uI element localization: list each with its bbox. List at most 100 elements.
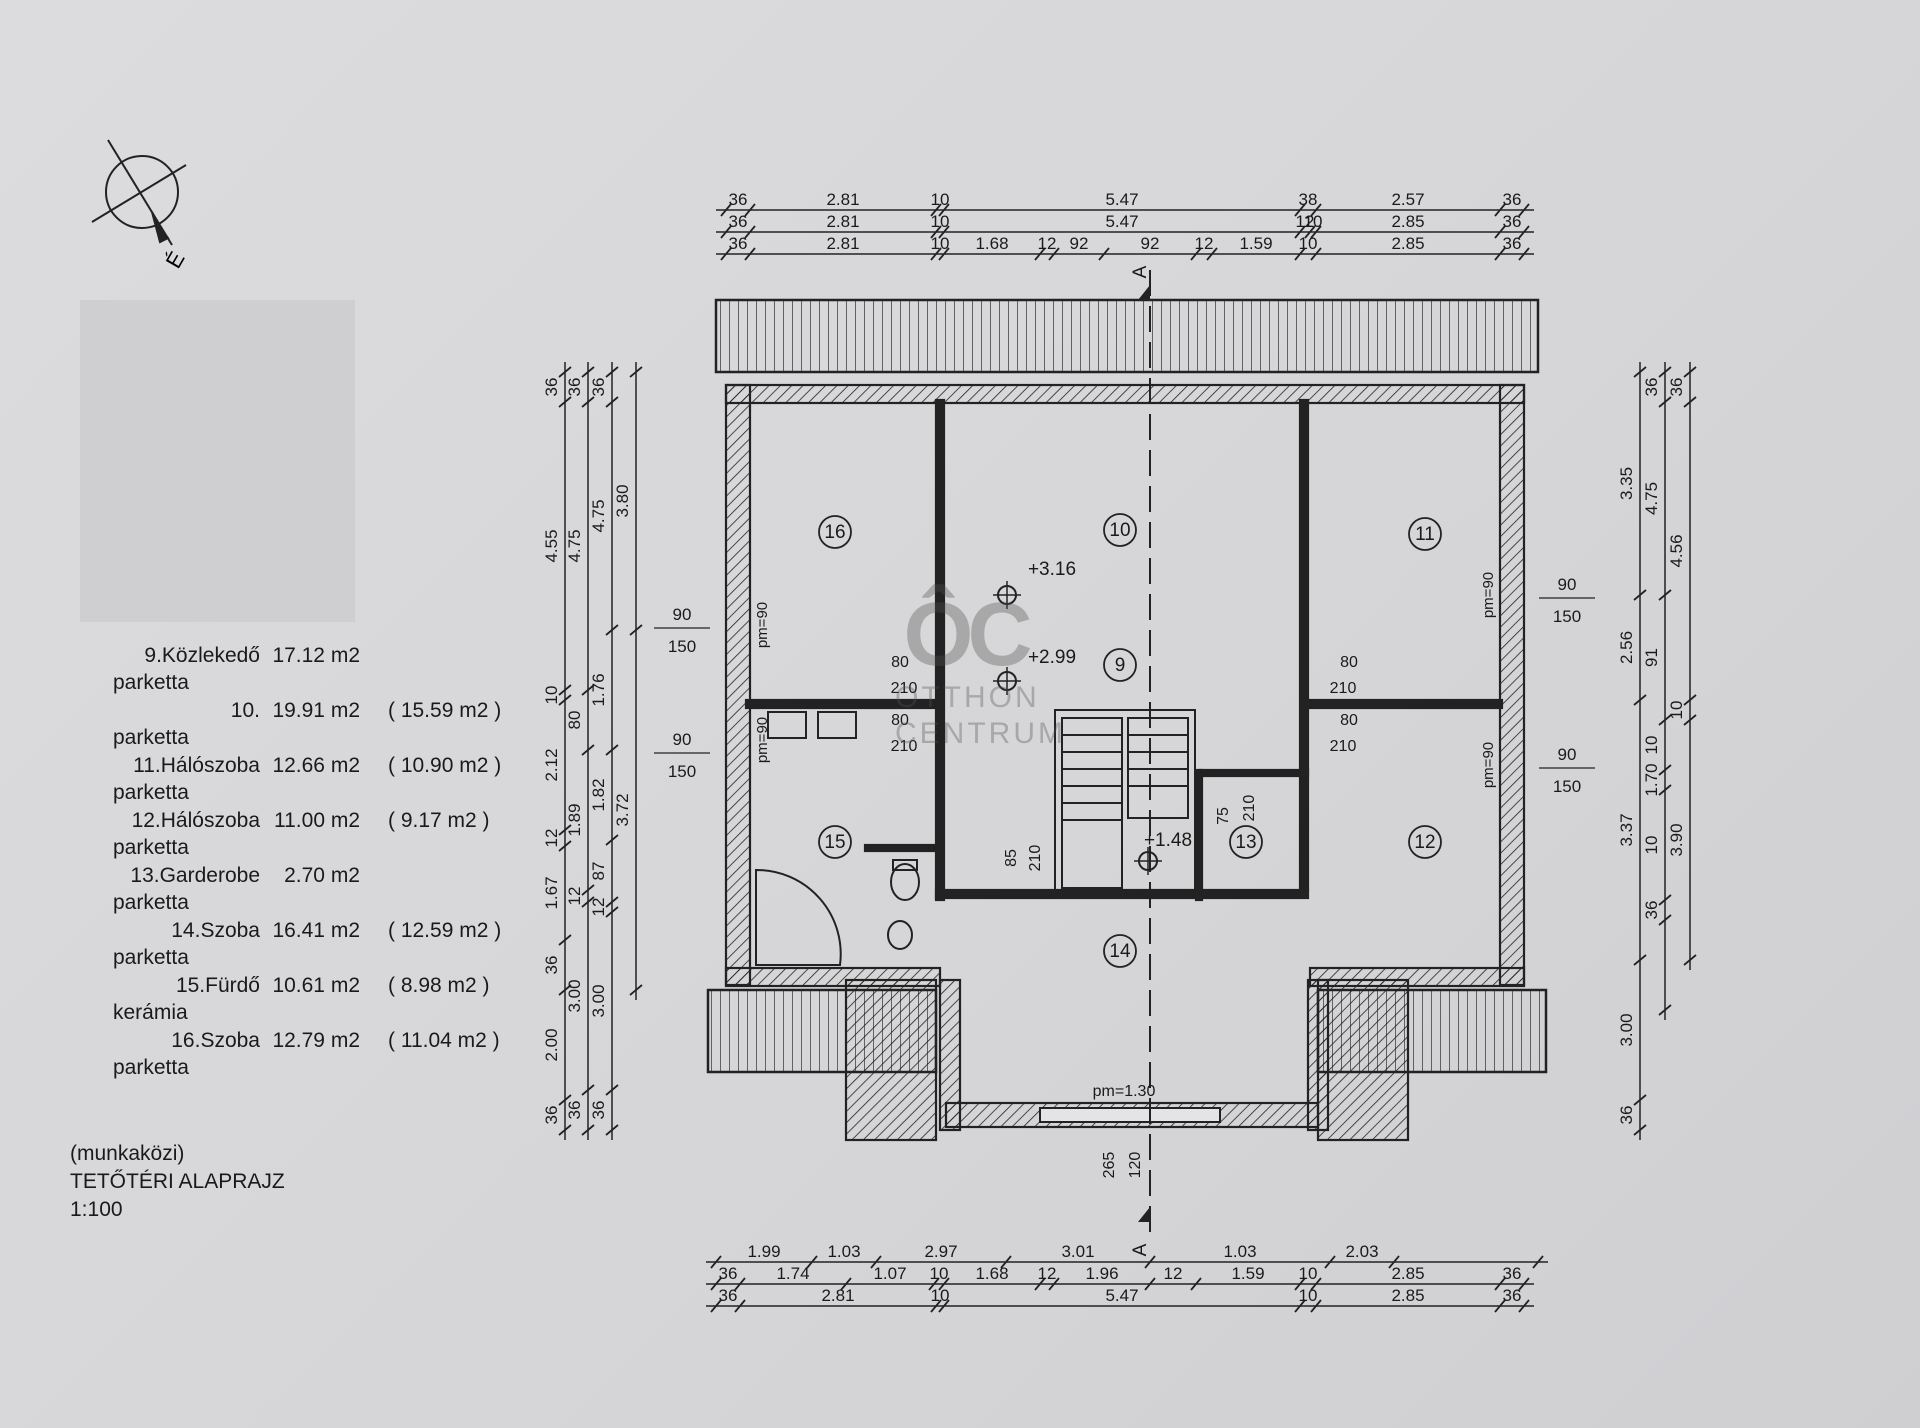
dim-bot-row2-label: 1.68 bbox=[975, 1264, 1008, 1283]
dim-bot-row2-label: 12 bbox=[1038, 1264, 1057, 1283]
door-width-label: 75 bbox=[1215, 807, 1232, 825]
dim-top-row3-label: 1.68 bbox=[975, 234, 1008, 253]
dim-right-col1-tick bbox=[1633, 1124, 1647, 1136]
room-row: 10.19.91 m2( 15.59 m2 )parketta bbox=[113, 699, 502, 749]
dim-right-col3-label: 3.90 bbox=[1667, 823, 1686, 856]
dim-bot-row2-label: 1.74 bbox=[776, 1264, 809, 1283]
caption-scale: 1:100 bbox=[70, 1198, 123, 1221]
dim-left-col3-label: 87 bbox=[589, 862, 608, 881]
dim-top-row3-label: 92 bbox=[1141, 234, 1160, 253]
dim-right-col3-label: 4.56 bbox=[1667, 534, 1686, 567]
dim-left-col2-tick bbox=[581, 1084, 595, 1096]
dim-top-row1-tick bbox=[720, 203, 732, 217]
dim-right-col3-tick bbox=[1683, 396, 1697, 408]
room-number: 15 bbox=[824, 832, 845, 853]
dim-top-row3-tick bbox=[744, 247, 756, 261]
dim-left-col2-label: 12 bbox=[565, 887, 584, 906]
level-label: +2.99 bbox=[1028, 647, 1076, 668]
dim-left-col3-label: 36 bbox=[589, 378, 608, 397]
dim-left-col2-tick bbox=[581, 684, 595, 696]
door-width-label: 80 bbox=[1340, 654, 1358, 671]
dim-top-row2-tick bbox=[1294, 225, 1306, 239]
dim-bot-row1-tick bbox=[1000, 1255, 1012, 1269]
dim-bot-row2-tick bbox=[1034, 1277, 1046, 1291]
dim-bot-row2-tick bbox=[1144, 1277, 1156, 1291]
dim-top-row3-label: 12 bbox=[1038, 234, 1057, 253]
window-bottom bbox=[1039, 1107, 1221, 1123]
dim-left-col2-tick bbox=[581, 884, 595, 896]
dim-left-col1-label: 36 bbox=[542, 1106, 561, 1125]
section-depth-label: 265 bbox=[1101, 1152, 1118, 1179]
door-height-label: 210 bbox=[891, 680, 918, 697]
dim-right-col1-label: 3.35 bbox=[1617, 467, 1636, 500]
dim-bot-row2-label: 36 bbox=[719, 1264, 738, 1283]
dim-top-row3-tick bbox=[1206, 247, 1218, 261]
room-number-circle bbox=[1229, 825, 1263, 859]
dim-top-row2-label: 2.81 bbox=[826, 212, 859, 231]
dim-top-row1-tick bbox=[1494, 203, 1506, 217]
dim-bot-row2-tick bbox=[1048, 1277, 1060, 1291]
dim-top-row2-tick bbox=[1494, 225, 1506, 239]
door-height-label: 210 bbox=[1241, 795, 1258, 822]
dim-left-col2-label: 1.89 bbox=[565, 803, 584, 836]
dim-right-col2-tick bbox=[1658, 764, 1672, 776]
dim-left-col3-tick bbox=[605, 396, 619, 408]
door-width-label: 80 bbox=[891, 654, 909, 671]
dim-right-col2-tick bbox=[1658, 1004, 1672, 1016]
dim-bot-row1-tick bbox=[710, 1255, 722, 1269]
dim-bot-row3-label: 10 bbox=[931, 1286, 950, 1305]
dim-bot-row3-label: 36 bbox=[1503, 1286, 1522, 1305]
compass-north-label: É bbox=[161, 247, 190, 272]
dim-top-row1-label: 5.47 bbox=[1105, 190, 1138, 209]
dim-left-col1-tick bbox=[558, 1124, 572, 1136]
dim-right-col1-tick bbox=[1633, 366, 1647, 378]
window-width-label: 90 bbox=[1558, 745, 1577, 764]
dim-right-col2-tick bbox=[1658, 914, 1672, 926]
dim-top-row3-tick bbox=[938, 247, 950, 261]
dim-top-row2-label: 12 bbox=[1296, 212, 1315, 231]
drawing-caption: (munkaközi) TETŐTÉRI ALAPRAJZ 1:100 bbox=[70, 1140, 285, 1224]
dim-left-col1-label: 4.55 bbox=[542, 529, 561, 562]
dim-right-col2-label: 4.75 bbox=[1642, 482, 1661, 515]
room-number: 10 bbox=[1109, 520, 1130, 541]
dim-bot-row2-tick bbox=[1494, 1277, 1506, 1291]
section-mark-label: A bbox=[1130, 265, 1151, 278]
dim-right-col2-label: 10 bbox=[1642, 736, 1661, 755]
dim-left-col2-tick bbox=[581, 1124, 595, 1136]
window-pm-label: pm=90 bbox=[1480, 742, 1497, 788]
dim-bot-row2-label: 1.07 bbox=[873, 1264, 906, 1283]
caption-status: (munkaközi) bbox=[70, 1142, 185, 1165]
dim-left-col3-tick bbox=[605, 1084, 619, 1096]
dim-bot-row3-label: 10 bbox=[1299, 1286, 1318, 1305]
dim-left-col1-tick bbox=[558, 684, 572, 696]
dim-right-col2-tick bbox=[1658, 366, 1672, 378]
dim-bot-row2-label: 12 bbox=[1164, 1264, 1183, 1283]
dim-right-col3-label: 10 bbox=[1667, 701, 1686, 720]
window-width-label: 90 bbox=[673, 730, 692, 749]
dim-top-row3-tick bbox=[1048, 247, 1060, 261]
dim-left-col3-label: 36 bbox=[589, 1101, 608, 1120]
dim-bot-row3-tick bbox=[710, 1299, 722, 1313]
dim-left-col1-tick bbox=[558, 840, 572, 852]
room-number-circle bbox=[1408, 517, 1442, 551]
dim-left-col3-label: 1.82 bbox=[589, 778, 608, 811]
dim-top-row3-tick bbox=[930, 247, 942, 261]
dim-top-row2-label: 36 bbox=[729, 212, 748, 231]
dim-top-row2-label: 10 bbox=[1304, 212, 1323, 231]
dim-bot-row3-tick bbox=[1494, 1299, 1506, 1313]
dim-right-col1-tick bbox=[1633, 1094, 1647, 1106]
dim-left-col2-label: 36 bbox=[565, 1101, 584, 1120]
dim-top-row1-label: 36 bbox=[729, 190, 748, 209]
dim-left-col4-tick bbox=[629, 624, 643, 636]
dim-bot-row3-tick bbox=[734, 1299, 746, 1313]
dim-top-row3-label: 1.59 bbox=[1239, 234, 1272, 253]
dim-top-row3-label: 92 bbox=[1070, 234, 1089, 253]
dim-right-col2-tick bbox=[1658, 714, 1672, 726]
level-label: +3.16 bbox=[1028, 559, 1076, 580]
dim-top-row2-tick bbox=[938, 225, 950, 239]
dim-left-col2-label: 3.00 bbox=[565, 979, 584, 1012]
dim-left-col3-tick bbox=[605, 744, 619, 756]
